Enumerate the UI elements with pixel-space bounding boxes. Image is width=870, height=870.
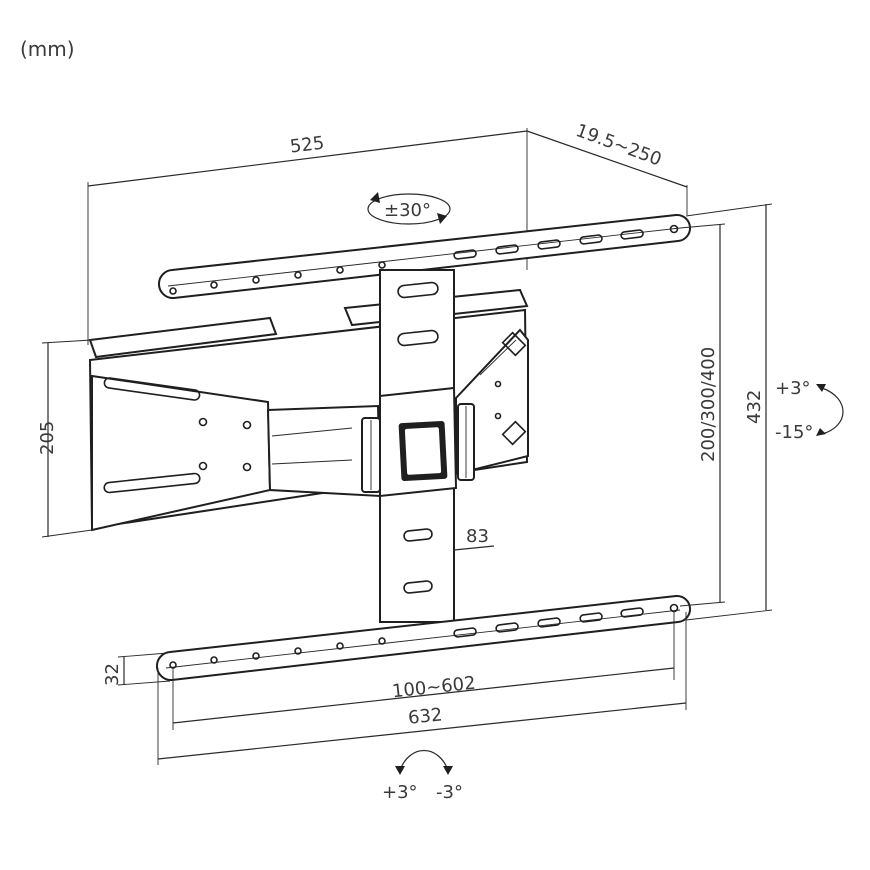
- swivel-arrow-left-icon: [370, 192, 380, 203]
- dim-width-top-label: 525: [289, 133, 326, 158]
- arm-assembly: [88, 288, 529, 532]
- dim-vesa-vertical: 200/300/400: [679, 223, 726, 607]
- dim-arm-height: 205: [37, 339, 93, 538]
- tilt-arrow-down-icon: [816, 428, 826, 436]
- swivel-label: ±30°: [384, 200, 431, 221]
- swivel-arrow-right-icon: [437, 213, 447, 224]
- vertical-upright: [379, 269, 458, 623]
- bottom-rail: [155, 594, 691, 682]
- dim-total-height: 432: [685, 203, 773, 621]
- rotate-plus-label: +3°: [382, 782, 418, 803]
- dim-rail-height: 32: [102, 652, 171, 686]
- unit-label: (mm): [20, 37, 75, 61]
- dim-width-top: 525: [87, 128, 528, 345]
- rotate-arrow-right-icon: [443, 766, 453, 775]
- dim-upright-width: 83: [453, 526, 495, 551]
- tilt-down-label: -15°: [775, 422, 813, 443]
- dim-arm-height-label: 205: [37, 421, 58, 455]
- dim-rail-height-label: 32: [102, 663, 123, 686]
- dim-depth: 19.5~250: [526, 120, 688, 215]
- dim-rail-width-label: 632: [407, 704, 443, 728]
- rotation-indicator: +3° -3°: [382, 749, 463, 803]
- dim-vesa-horizontal-label: 100~602: [391, 673, 477, 703]
- tilt-arrow-up-icon: [816, 384, 826, 392]
- dim-vesa-vertical-label: 200/300/400: [698, 347, 719, 462]
- swivel-indicator: ±30°: [367, 192, 451, 225]
- rotate-minus-label: -3°: [436, 782, 463, 803]
- dim-upright-width-label: 83: [466, 526, 489, 547]
- tilt-indicator: +3° -15°: [775, 378, 844, 443]
- dim-rail-width: 632: [157, 612, 687, 765]
- dim-total-height-label: 432: [744, 390, 765, 424]
- tilt-up-label: +3°: [775, 378, 811, 399]
- rotate-arrow-left-icon: [395, 766, 405, 775]
